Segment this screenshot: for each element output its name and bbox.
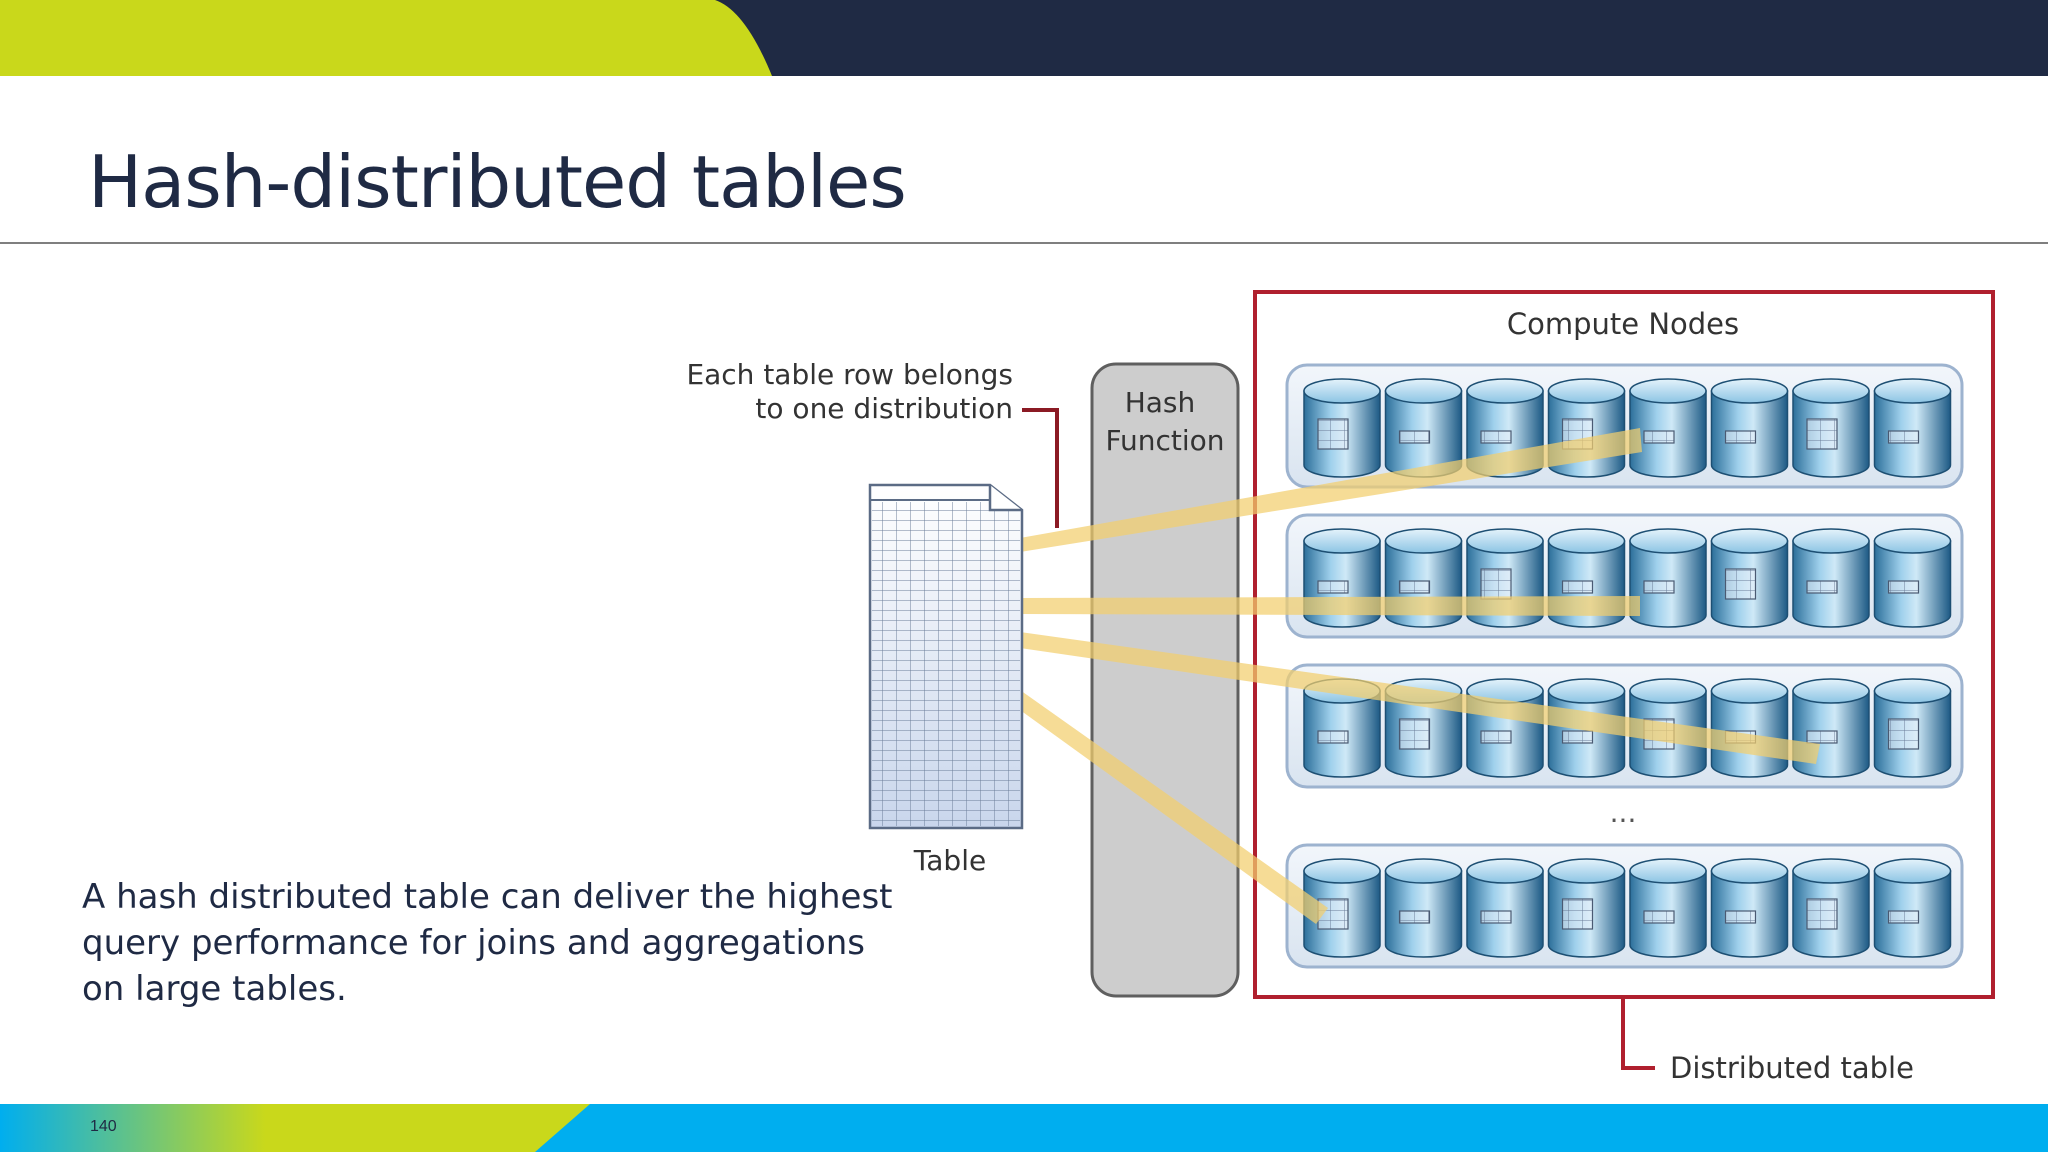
table-grid xyxy=(872,502,1020,826)
distributed-table-frame xyxy=(1253,290,1995,999)
distribution-cylinder xyxy=(1466,678,1544,778)
compute-node-trays xyxy=(1285,363,1964,969)
distribution-cylinder xyxy=(1384,378,1463,478)
distribution-cylinder xyxy=(1384,858,1463,958)
distribution-cylinder xyxy=(1710,528,1789,628)
table-label: Table xyxy=(913,844,986,877)
beam xyxy=(1020,690,1328,924)
distribution-cylinder xyxy=(1547,858,1626,958)
footer-lime xyxy=(0,1104,590,1152)
page-number: 140 xyxy=(90,1118,117,1135)
distribution-cylinder xyxy=(1792,378,1870,478)
distribution-cylinder xyxy=(1873,858,1952,958)
hash-function-box xyxy=(1090,362,1240,998)
beam xyxy=(1020,632,1820,764)
distribution-cylinder xyxy=(1466,858,1544,958)
row-label-line1: Each table row belongs xyxy=(686,358,1013,391)
footer-banner xyxy=(0,1104,2048,1152)
distribution-cylinder xyxy=(1710,378,1789,478)
compute-nodes-label: Compute Nodes xyxy=(1507,307,1739,341)
top-banner-lime xyxy=(0,0,772,76)
beam xyxy=(1020,428,1642,552)
distribution-cylinder xyxy=(1710,678,1789,778)
distribution-cylinder xyxy=(1629,858,1707,958)
body-text: A hash distributed table can deliver the… xyxy=(82,877,893,1009)
distributed-table-connector xyxy=(1621,999,1655,1070)
row-label-line2: to one distribution xyxy=(755,392,1013,425)
page-title: Hash-distributed tables xyxy=(88,140,907,224)
more-nodes-ellipsis: ... xyxy=(1610,796,1637,829)
distribution-cylinder xyxy=(1873,378,1952,478)
title-divider xyxy=(0,242,2048,244)
distribution-cylinder xyxy=(1792,528,1870,628)
row-label-connector xyxy=(1022,408,1059,528)
distribution-cylinder xyxy=(1629,378,1707,478)
table-document-fold xyxy=(988,485,1022,512)
hash-function-label-line2: Function xyxy=(1105,424,1224,457)
hash-function-label-line1: Hash xyxy=(1125,386,1196,419)
distribution-cylinder xyxy=(1303,858,1381,958)
distribution-cylinder xyxy=(1710,858,1789,958)
top-banner xyxy=(0,0,2048,76)
distributed-table-label: Distributed table xyxy=(1670,1051,1914,1085)
distribution-beams xyxy=(1020,428,1820,924)
distribution-cylinder xyxy=(1629,528,1707,628)
table-document xyxy=(868,483,1024,830)
distribution-cylinder xyxy=(1873,678,1952,778)
distribution-cylinder xyxy=(1384,678,1463,778)
beam xyxy=(1020,596,1640,616)
distribution-cylinder xyxy=(1873,528,1952,628)
distribution-cylinder xyxy=(1792,858,1870,958)
distribution-cylinder xyxy=(1303,378,1381,478)
